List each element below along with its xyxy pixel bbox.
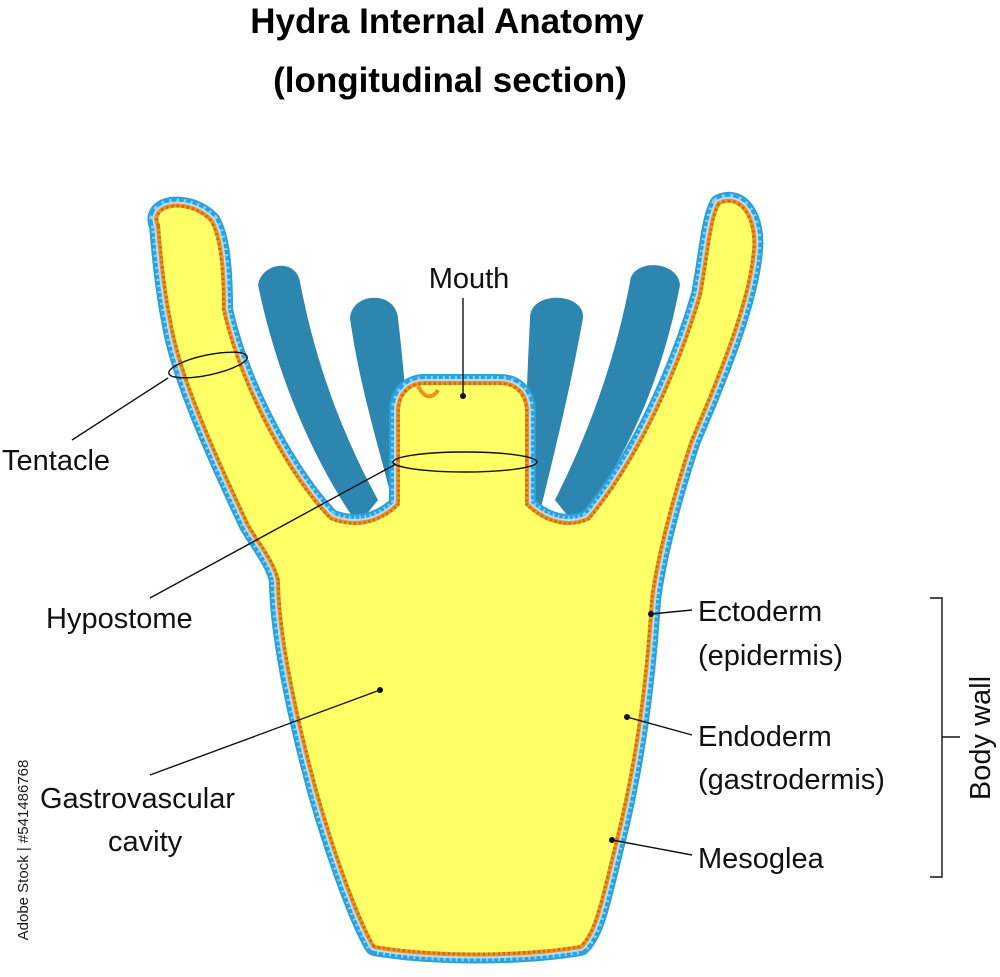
mesoglea-dot bbox=[609, 837, 615, 843]
tentacle-ring bbox=[168, 351, 248, 379]
annotation-lines bbox=[71, 298, 960, 878]
stock-watermark: Adobe Stock | #541486768 bbox=[15, 760, 32, 941]
mouth-label: Mouth bbox=[429, 263, 510, 295]
annotation-dots bbox=[377, 393, 654, 843]
endoderm-leader bbox=[626, 716, 693, 736]
hypostome-ring bbox=[392, 451, 538, 473]
hypostome-label: Hypostome bbox=[46, 603, 193, 635]
tentacle-leader bbox=[71, 377, 169, 441]
hypostome-leader bbox=[149, 463, 397, 599]
mouth-opening bbox=[416, 385, 440, 399]
gastrovascular-label-line2: cavity bbox=[108, 826, 183, 858]
tentacle-label: Tentacle bbox=[2, 445, 110, 477]
body-wall-label: Body wall bbox=[965, 676, 997, 800]
inner-tentacle-4 bbox=[555, 265, 680, 525]
ectoderm-label-line1: Ectoderm bbox=[698, 596, 822, 628]
endoderm-label-line1: Endoderm bbox=[698, 721, 832, 753]
inner-tentacle-1 bbox=[258, 265, 378, 525]
inner-tentacle-3 bbox=[522, 297, 584, 512]
endoderm-dot bbox=[624, 714, 630, 720]
diagram-title-line1: Hydra Internal Anatomy bbox=[250, 2, 644, 41]
mouth-dot bbox=[460, 393, 466, 399]
ectoderm-leader bbox=[650, 609, 693, 615]
ectoderm-label-line2: (epidermis) bbox=[698, 640, 843, 672]
body-wall-bracket bbox=[930, 597, 943, 878]
ectoderm-dot bbox=[648, 611, 654, 617]
mesoglea-leader bbox=[611, 839, 693, 856]
gastro-dot bbox=[377, 687, 383, 693]
mesoglea-label: Mesoglea bbox=[698, 843, 825, 875]
gastrovascular-label-line1: Gastrovascular bbox=[40, 783, 235, 815]
diagram-title-line2: (longitudinal section) bbox=[273, 61, 627, 100]
gastro-leader bbox=[149, 689, 381, 776]
endoderm-label-line2: (gastrodermis) bbox=[698, 764, 885, 796]
